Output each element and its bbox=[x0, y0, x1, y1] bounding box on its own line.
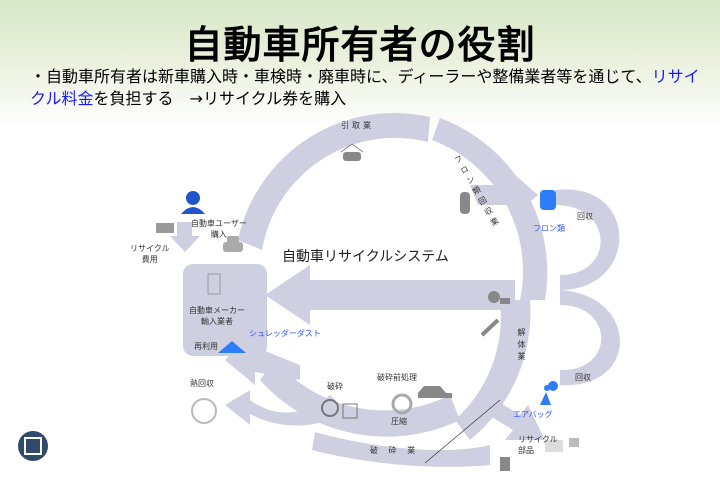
crusher-icon bbox=[342, 403, 358, 419]
maker-arrow bbox=[265, 265, 515, 325]
description: ・自動車所有者は新車購入時・車検時・廃車時に、ディーラーや整備業者等を通じて、リ… bbox=[30, 66, 710, 110]
hasai-label: 破砕 bbox=[327, 382, 343, 391]
divider-line bbox=[424, 399, 501, 464]
money-icon bbox=[156, 223, 174, 233]
maker-box bbox=[183, 264, 267, 356]
kaishu-label-2: 回収 bbox=[575, 373, 591, 382]
user-icon bbox=[181, 191, 205, 214]
airbag-icon bbox=[540, 381, 558, 405]
freon-band bbox=[432, 118, 548, 300]
wrench-icon bbox=[480, 318, 500, 337]
user-label: 自動車ユーザー 購入 bbox=[191, 219, 247, 239]
press-gear-icon bbox=[391, 393, 413, 415]
trash-icon bbox=[500, 457, 510, 471]
shredder-dust-icon bbox=[218, 341, 246, 353]
hikitori-label: 引取業 bbox=[341, 121, 374, 130]
airbag-return-loop bbox=[560, 290, 620, 386]
fee-label: リサイクル 費用 bbox=[130, 244, 170, 264]
description-line1: ・自動車所有者は新車購入時・車検時・廃車時に、ディーラーや整備業者等を通じて、 bbox=[30, 67, 652, 86]
system-label: 自動車リサイクルシステム bbox=[282, 249, 449, 265]
freon-label: フロン類 bbox=[533, 224, 565, 233]
mechanic-icon bbox=[488, 291, 510, 304]
freon-cylinder-icon bbox=[460, 192, 470, 214]
reuse-label: 再利用 bbox=[194, 342, 218, 351]
hasai-gyo-band bbox=[312, 432, 490, 467]
airbag-label: エアバッグ bbox=[513, 410, 553, 419]
netsu-arrow bbox=[225, 390, 345, 426]
freon-tank-icon bbox=[540, 190, 556, 210]
tow-truck-icon bbox=[340, 143, 364, 161]
hasai-gyo-label: 破 砕 業 bbox=[370, 446, 420, 455]
page-title: 自動車所有者の役割 bbox=[184, 23, 536, 67]
header-background bbox=[0, 0, 720, 130]
maker-label: 自動車メーカー 輸入業者 bbox=[189, 306, 245, 326]
flow-bands bbox=[170, 113, 620, 467]
freon-return-loop bbox=[555, 189, 620, 290]
parts-arrow bbox=[472, 390, 545, 440]
kaishu-label-1: 回収 bbox=[577, 212, 593, 221]
hikitori-band bbox=[238, 113, 430, 250]
heat-recovery-icon bbox=[191, 398, 217, 424]
parts-icon bbox=[545, 440, 563, 452]
building-icon bbox=[207, 273, 221, 295]
fee-arrow bbox=[170, 222, 200, 252]
pre-crush-label: 破砕前処理 bbox=[377, 373, 417, 382]
car-icon bbox=[223, 236, 243, 252]
heat-recovery-label: 熱回収 bbox=[190, 379, 214, 388]
car-body-icon bbox=[418, 386, 452, 398]
kaitai-label: 解体業 bbox=[517, 328, 526, 364]
parts-label: リサイクル 部品 bbox=[518, 435, 558, 455]
gear-icon bbox=[321, 399, 339, 417]
press-label: 圧縮 bbox=[391, 417, 407, 426]
description-line2: を負担する →リサイクル券を購入 bbox=[93, 89, 347, 108]
freon-arrow bbox=[470, 175, 538, 215]
office-logo bbox=[18, 431, 48, 461]
shredder-dust-label: シュレッダーダスト bbox=[249, 329, 321, 338]
recycle-fee-highlight: リサイクル料金 bbox=[30, 67, 700, 108]
battery-icon bbox=[569, 438, 579, 447]
